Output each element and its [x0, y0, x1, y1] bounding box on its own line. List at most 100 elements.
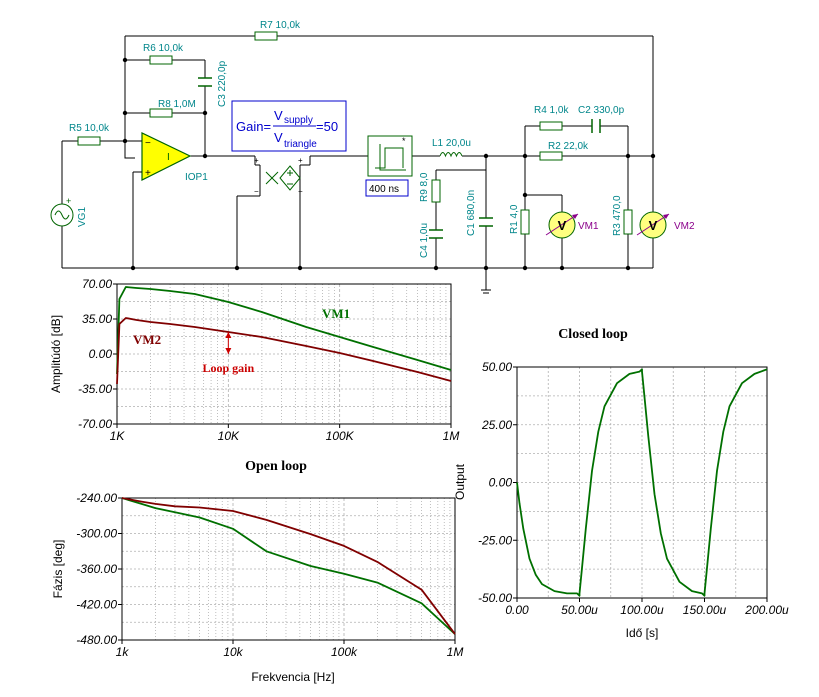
label-c1: C1 680,0n — [466, 190, 477, 236]
gain-numerator-sub: supply — [284, 115, 313, 126]
y-axis-label: Amplitúdó [dB] — [49, 315, 63, 393]
gain-denominator-main: V — [274, 130, 283, 145]
resistor-r8 — [149, 108, 173, 118]
capacitor-c4 — [429, 229, 443, 239]
svg-text:*: * — [402, 136, 406, 146]
series-line-vm1 — [121, 497, 456, 635]
inductor-l1 — [439, 152, 463, 158]
y-tick-label: 70.00 — [82, 277, 112, 291]
x-axis-label: Idő [s] — [626, 626, 659, 640]
grid — [122, 498, 455, 640]
label-c2: C2 330,0p — [578, 105, 625, 116]
resistor-r6 — [149, 55, 173, 65]
vm1-meter-symbol: V — [558, 218, 567, 233]
label-vg1: VG1 — [77, 207, 88, 227]
resistor-r5 — [77, 136, 101, 146]
label-r5: R5 10,0k — [69, 123, 110, 134]
capacitor-symbols — [198, 77, 601, 239]
y-tick-label: -240.00 — [76, 491, 117, 505]
y-tick-label: -25.00 — [478, 533, 512, 547]
label-r1: R1 4,0 — [509, 204, 520, 234]
x-tick-label: 100.00u — [620, 603, 664, 617]
x-tick-label: 150.00u — [683, 603, 727, 617]
opamp-iop1: − + I — [135, 132, 192, 181]
label-r9: R9 8,0 — [419, 172, 430, 202]
y-tick-label: 50.00 — [482, 360, 512, 374]
label-r3: R3 470,0 — [612, 195, 623, 236]
plot-area — [117, 284, 451, 424]
y-tick-label: -300.00 — [76, 527, 117, 541]
capacitor-c2 — [591, 119, 601, 133]
series-line-vm1 — [116, 286, 452, 375]
voltmeter-vm2 — [636, 211, 670, 239]
y-tick-label: -360.00 — [76, 562, 117, 576]
chart-title: Open loop — [245, 459, 307, 474]
x-tick-label: 1M — [447, 645, 464, 659]
y-axis-label: Fázis [deg] — [51, 540, 65, 599]
label-l1: L1 20,0u — [432, 138, 471, 149]
label-r6: R6 10,0k — [143, 43, 184, 54]
label-r8: R8 1,0M — [158, 99, 196, 110]
label-r2: R2 22,0k — [548, 141, 589, 152]
resistor-r1 — [520, 209, 530, 235]
y-tick-label: 0.00 — [89, 347, 113, 361]
x-tick-label: 1M — [443, 429, 460, 443]
label-c4: C4 1,0u — [419, 223, 430, 258]
gain-formula: Gain= V supply V triangle =50 — [236, 108, 338, 150]
x-tick-label: 0.00 — [505, 603, 529, 617]
arrow-head-top — [225, 332, 232, 338]
label-vm2: VM2 — [674, 221, 695, 232]
resistor-r3 — [623, 209, 633, 235]
label-r7: R7 10,0k — [260, 20, 301, 31]
resistor-r9 — [431, 179, 441, 203]
x-tick-label: 200.00u — [744, 603, 789, 617]
series-line-vm2 — [116, 317, 452, 385]
chart-title: Closed loop — [558, 327, 628, 342]
svg-text:+: + — [298, 156, 303, 165]
y-tick-label: -420.00 — [76, 598, 117, 612]
svg-text:+: + — [254, 156, 259, 165]
component-labels: R7 10,0k R6 10,0k R8 1,0M R5 10,0k IOP1 … — [69, 20, 695, 258]
y-tick-label: -50.00 — [478, 591, 512, 605]
svg-text:−: − — [298, 187, 303, 196]
y-tick-label: -35.00 — [78, 382, 112, 396]
vm2-meter-symbol: V — [649, 218, 658, 233]
label-iop1: IOP1 — [185, 172, 208, 183]
voltmeter-vm1 — [545, 211, 579, 239]
gain-prefix: Gain= — [236, 119, 271, 134]
label-vm1: VM1 — [578, 221, 599, 232]
y-axis-label: Output — [453, 463, 467, 500]
delay-block: * — [365, 135, 413, 197]
label-r4: R4 1,0k — [534, 105, 569, 116]
x-tick-label: 50.00u — [561, 603, 598, 617]
series-label: VM2 — [133, 332, 161, 347]
circuit-schematic: − + I + + − + − — [50, 31, 670, 294]
resistor-r2 — [539, 151, 563, 161]
gain-numerator-main: V — [274, 108, 283, 123]
svg-text:−: − — [145, 138, 151, 149]
x-tick-label: 1k — [116, 645, 130, 659]
wires — [61, 35, 654, 294]
voltage-generator-vg1: + — [50, 196, 74, 227]
series-line-vm2 — [121, 497, 456, 635]
x-tick-label: 100K — [326, 429, 355, 443]
resistor-r7 — [254, 31, 278, 41]
x-tick-label: 10k — [223, 645, 243, 659]
capacitor-c3 — [198, 77, 212, 87]
junction-dots — [122, 57, 656, 271]
svg-text:−: − — [254, 187, 259, 196]
gain-suffix: =50 — [316, 119, 338, 134]
resistor-symbols — [77, 31, 633, 235]
x-tick-label: 100k — [331, 645, 358, 659]
x-tick-label: 10K — [218, 429, 240, 443]
annotation-loop-gain: Loop gain — [202, 361, 254, 375]
y-tick-label: 35.00 — [82, 312, 112, 326]
svg-text:+: + — [66, 196, 71, 206]
delay-label: 400 ns — [369, 184, 399, 195]
